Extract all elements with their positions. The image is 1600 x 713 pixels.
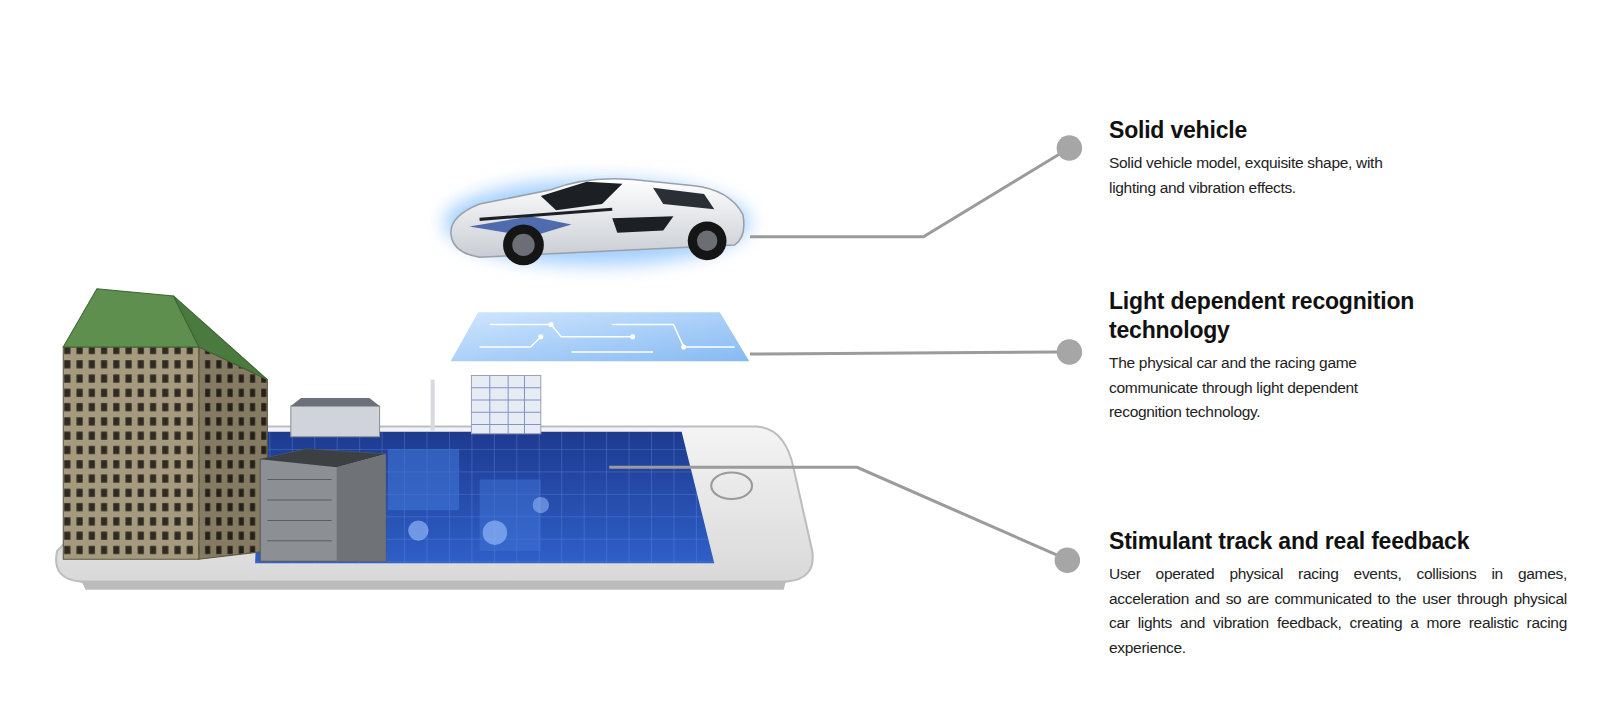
callout: Stimulant track and real feedbackUser op… bbox=[1109, 527, 1567, 660]
callout-body: The physical car and the racing game com… bbox=[1109, 351, 1434, 425]
callout-body: Solid vehicle model, exquisite shape, wi… bbox=[1109, 151, 1419, 200]
callout-heading: Solid vehicle bbox=[1109, 116, 1419, 145]
callout: Light dependent recognition technologyTh… bbox=[1109, 287, 1434, 425]
leader-line bbox=[609, 467, 1057, 555]
leader-line bbox=[750, 352, 1057, 354]
callout-heading: Stimulant track and real feedback bbox=[1109, 527, 1567, 556]
race-car bbox=[444, 179, 750, 266]
callout: Solid vehicleSolid vehicle model, exquis… bbox=[1109, 116, 1419, 200]
callout-dot bbox=[1057, 135, 1083, 161]
callout-body: User operated physical racing events, co… bbox=[1109, 562, 1567, 660]
callout-dot bbox=[1055, 547, 1081, 573]
callout-dot bbox=[1057, 339, 1083, 365]
recognition-panel bbox=[449, 311, 751, 362]
leader-lines bbox=[609, 153, 1061, 555]
callout-heading: Light dependent recognition technology bbox=[1109, 287, 1434, 345]
leader-line bbox=[750, 153, 1061, 237]
